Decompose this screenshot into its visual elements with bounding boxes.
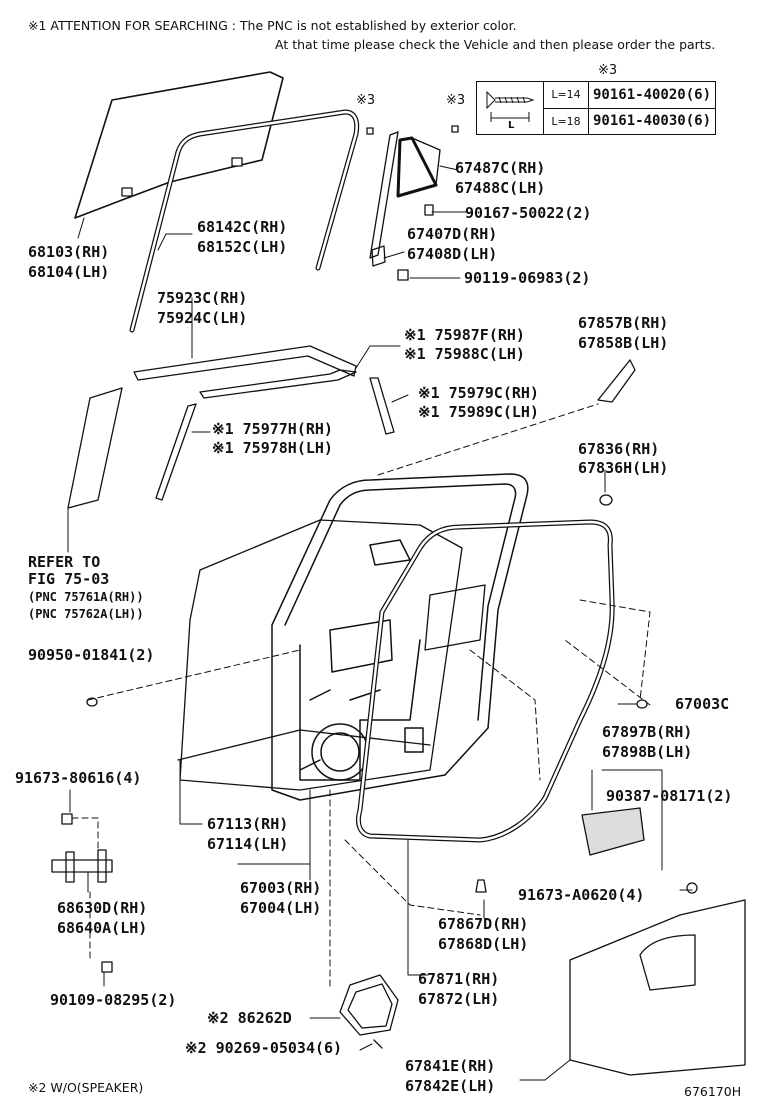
door-trim-panel [569,899,746,1076]
part-label[interactable]: 90109-08295(2) [50,991,177,1009]
part-label[interactable]: 67842E(LH) [405,1077,496,1095]
door-outer-panel [177,519,463,791]
part-label[interactable]: 67868D(LH) [438,935,529,953]
part-label[interactable]: 67114(LH) [207,835,289,853]
leader-lines [67,165,693,1081]
part-label[interactable]: 67897B(RH) [602,723,693,741]
speaker-cover [339,974,399,1049]
part-label[interactable]: ※1 75977H(RH) [212,420,333,438]
screw-table-row: L L=14 90161-40020(6) [476,81,717,135]
door-inner-frame [271,473,529,801]
dashed-assembly-lines [71,403,651,991]
part-label[interactable]: 91673-A0620(4) [518,886,645,904]
refer-note: REFER TO [28,553,101,571]
part-label[interactable]: ※1 75979C(RH) [418,384,539,402]
screw-icon: L [486,90,535,131]
part-label[interactable]: ※1 75988C(LH) [404,345,525,363]
clip-icons [86,494,648,893]
part-label[interactable]: 67003(RH) [240,879,322,897]
door-glass-part [74,71,284,219]
part-label[interactable]: 91673-80616(4) [15,769,142,787]
part-label[interactable]: 67898B(LH) [602,743,693,761]
part-label[interactable]: 90950-01841(2) [28,646,155,664]
screw-table-row: L=18 90161-40030(6) [477,107,717,135]
screw-length: L=18 [543,107,589,135]
screw-icons [366,125,459,135]
part-label[interactable]: 67836(RH) [578,440,660,458]
screw-length: L=14 [543,81,589,109]
belt-mouldings [67,345,636,509]
attention-note-continued: At that time please check the Vehicle an… [275,37,716,52]
part-label[interactable]: 67857B(RH) [578,314,669,332]
screw-part-number[interactable]: 90161-40030(6) [587,107,717,135]
screw-part-number[interactable]: 90161-40020(6) [587,81,717,109]
part-label[interactable]: ※2 90269-05034(6) [185,1039,343,1057]
door-weatherstrip [355,519,615,843]
diagram-id: 676170H [684,1084,742,1099]
part-label[interactable]: ※1 75989C(LH) [418,403,539,421]
division-bar [369,131,441,281]
part-label[interactable]: 67858B(LH) [578,334,669,352]
part-label[interactable]: 67003C [675,695,730,713]
part-label[interactable]: 67113(RH) [207,815,289,833]
part-label[interactable]: 67407D(RH) [407,225,498,243]
part-label[interactable]: 68142C(RH) [197,218,288,236]
part-label[interactable]: 67004(LH) [240,899,322,917]
part-label[interactable]: 75924C(LH) [157,309,248,327]
screw-table-mark: ※3 [598,63,618,78]
part-label[interactable]: 67487C(RH) [455,159,546,177]
part-label[interactable]: 67836H(LH) [578,459,669,477]
part-label[interactable]: 68152C(LH) [197,238,288,256]
screw-diagram-cell: L [476,81,544,135]
service-hole-cover [581,807,698,894]
refer-note: (PNC 75762A(LH)) [28,607,144,621]
refer-note: (PNC 75761A(RH)) [28,590,144,604]
screw-mark: ※3 [446,93,466,108]
part-label[interactable]: 67867D(RH) [438,915,529,933]
screw-table: L L=14 90161-40020(6) L=18 90161-40030(6… [476,81,717,135]
attention-note: ※1 ATTENTION FOR SEARCHING : The PNC is … [28,18,517,33]
speaker-note: ※2 W/O(SPEAKER) [28,1080,144,1095]
part-label[interactable]: ※1 75978H(LH) [212,439,333,457]
part-label[interactable]: 67872(LH) [418,990,500,1008]
part-label[interactable]: ※2 86262D [207,1009,292,1027]
glass-run-channel [129,109,360,333]
part-label[interactable]: 90167-50022(2) [465,204,592,222]
part-label[interactable]: 68104(LH) [28,263,110,281]
screw-mark: ※3 [356,93,376,108]
part-label[interactable]: ※1 75987F(RH) [404,326,525,344]
part-label[interactable]: 75923C(RH) [157,289,248,307]
part-label[interactable]: 68640A(LH) [57,919,148,937]
part-label[interactable]: 68630D(RH) [57,899,148,917]
refer-note: FIG 75-03 [28,570,110,588]
part-label[interactable]: 67488C(LH) [455,179,546,197]
part-label[interactable]: 67841E(RH) [405,1057,496,1075]
part-label[interactable]: 68103(RH) [28,243,110,261]
door-check [51,813,113,973]
part-label[interactable]: 67408D(LH) [407,245,498,263]
part-label[interactable]: 67871(RH) [418,970,500,988]
screw-dim-label: L [508,120,515,130]
part-label[interactable]: 90387-08171(2) [606,787,733,805]
part-label[interactable]: 90119-06983(2) [464,269,591,287]
